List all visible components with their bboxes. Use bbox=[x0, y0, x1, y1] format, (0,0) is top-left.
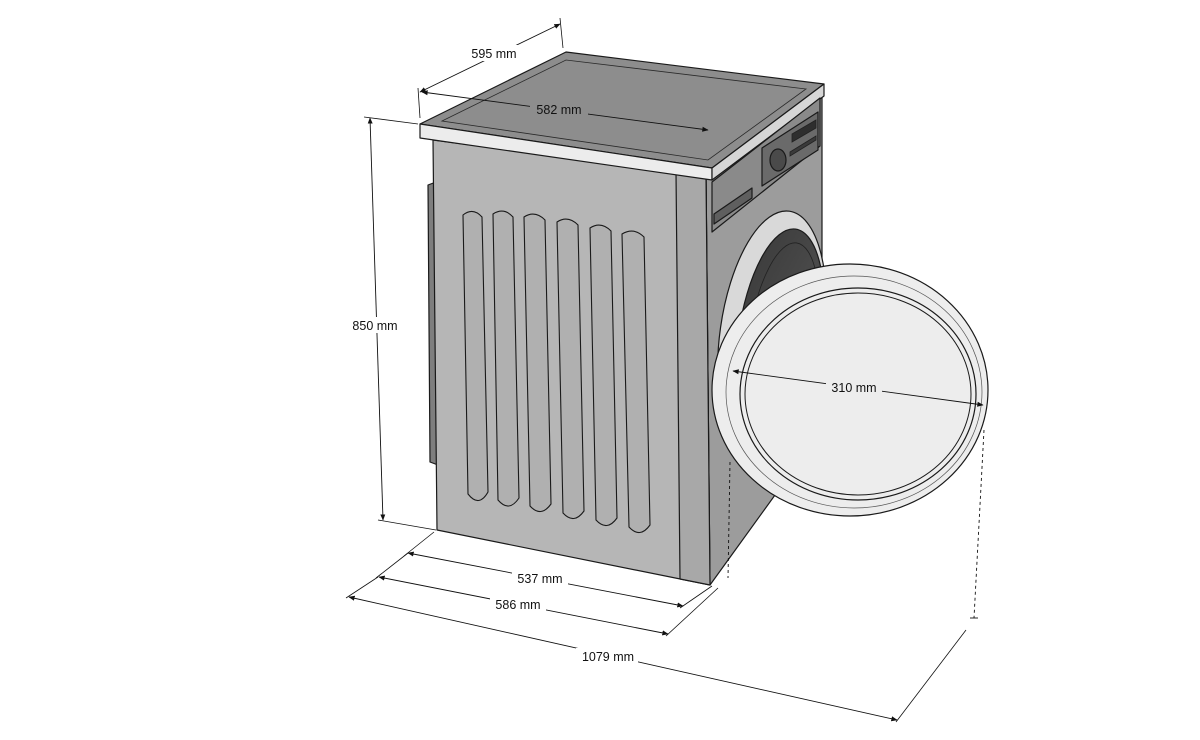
buttons-row bbox=[789, 135, 817, 157]
label-base-width: 537 mm bbox=[517, 572, 562, 586]
ext-595-a bbox=[417, 87, 421, 119]
label-top-depth: 595 mm bbox=[471, 47, 516, 61]
side-ribs bbox=[462, 210, 651, 534]
dimension-labels: 595 mm 582 mm 850 mm 310 mm 537 mm 586 m… bbox=[347, 45, 882, 664]
ext-850-top bbox=[363, 116, 419, 125]
corner-trim bbox=[675, 171, 711, 586]
ext-850-bot bbox=[377, 519, 437, 531]
ext-1079-b bbox=[895, 629, 967, 723]
dash-door-edge bbox=[973, 429, 985, 619]
label-top-width: 582 mm bbox=[536, 103, 581, 117]
dash-door-hinge bbox=[727, 461, 731, 579]
top-rim-side bbox=[711, 83, 825, 181]
ext-595-b bbox=[559, 17, 564, 49]
display-screen bbox=[791, 119, 817, 143]
program-dial bbox=[769, 148, 787, 172]
washing-machine bbox=[419, 51, 989, 586]
ext-586-a bbox=[375, 552, 409, 579]
ext-586-b bbox=[665, 587, 719, 637]
detergent-drawer bbox=[713, 187, 753, 225]
label-depth-door-open: 1079 mm bbox=[582, 650, 634, 664]
ext-537-a bbox=[403, 531, 435, 557]
label-body-width: 586 mm bbox=[495, 598, 540, 612]
ext-537-b bbox=[679, 585, 713, 609]
label-height: 850 mm bbox=[352, 319, 397, 333]
label-door-diameter: 310 mm bbox=[831, 381, 876, 395]
ext-1079-a bbox=[345, 576, 379, 599]
